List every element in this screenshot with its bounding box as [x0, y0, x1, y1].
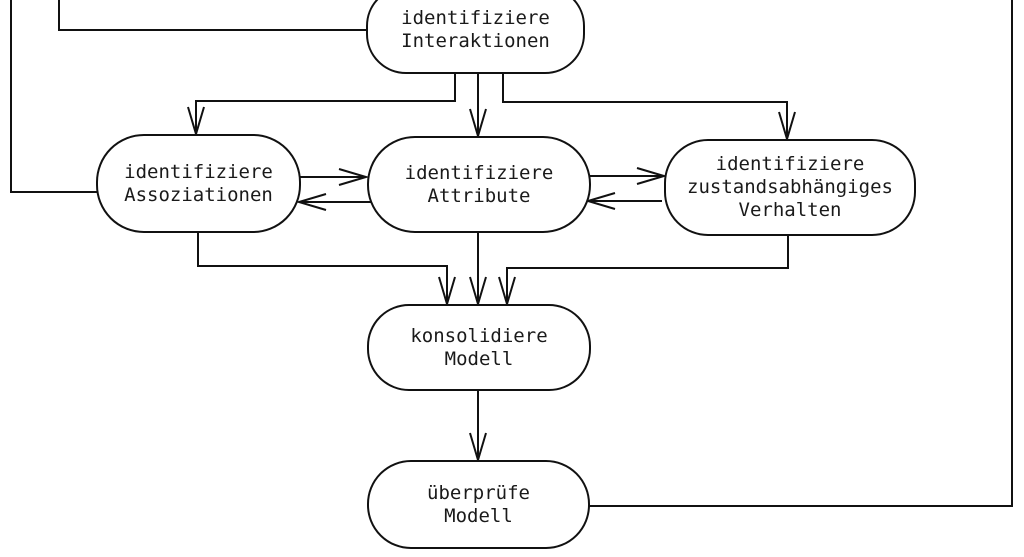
arrowhead-left — [295, 193, 327, 211]
edge-verhalten-konsolidiere — [506, 234, 789, 303]
node-label-line: überprüfe — [427, 481, 530, 504]
node-ueberpruefe-modell: überprüfe Modell — [367, 460, 590, 549]
node-label-line: Attribute — [427, 184, 531, 207]
node-label-line: zustandsabhängiges — [687, 176, 893, 198]
node-label-line: konsolidiere — [410, 324, 548, 347]
node-label-line: identifiziere — [124, 160, 273, 183]
edge-interaktionen-verhalten — [502, 72, 788, 138]
node-identifiziere-assoziationen: identifiziere Assoziationen — [96, 134, 301, 233]
node-identifiziere-attribute: identifiziere Attribute — [367, 136, 591, 233]
edge-feedback-to-assoziationen — [10, 0, 100, 193]
arrowhead-right — [338, 168, 370, 186]
node-label-line: Interaktionen — [401, 30, 550, 52]
node-identifiziere-interaktionen: identifiziere Interaktionen — [366, 0, 585, 74]
node-label-line: identifiziere — [401, 7, 550, 29]
node-label-line: identifiziere — [715, 153, 865, 175]
edge-ueberpruefe-feedback — [588, 0, 1013, 507]
node-identifiziere-zustandsabhaengiges-verhalten: identifiziere zustandsabhängiges Verhalt… — [664, 139, 916, 236]
node-label-line: identifiziere — [404, 161, 554, 184]
node-label-line: Modell — [444, 347, 514, 370]
edge-interaktionen-assoziationen — [195, 72, 456, 133]
node-konsolidiere-modell: konsolidiere Modell — [367, 304, 591, 391]
node-label-line: Modell — [444, 504, 513, 527]
edge-assoziationen-konsolidiere — [197, 231, 448, 303]
node-label-line: Assoziationen — [124, 183, 273, 206]
edge-feedback-to-interaktionen — [58, 0, 373, 31]
node-label-line: Verhalten — [738, 199, 842, 221]
